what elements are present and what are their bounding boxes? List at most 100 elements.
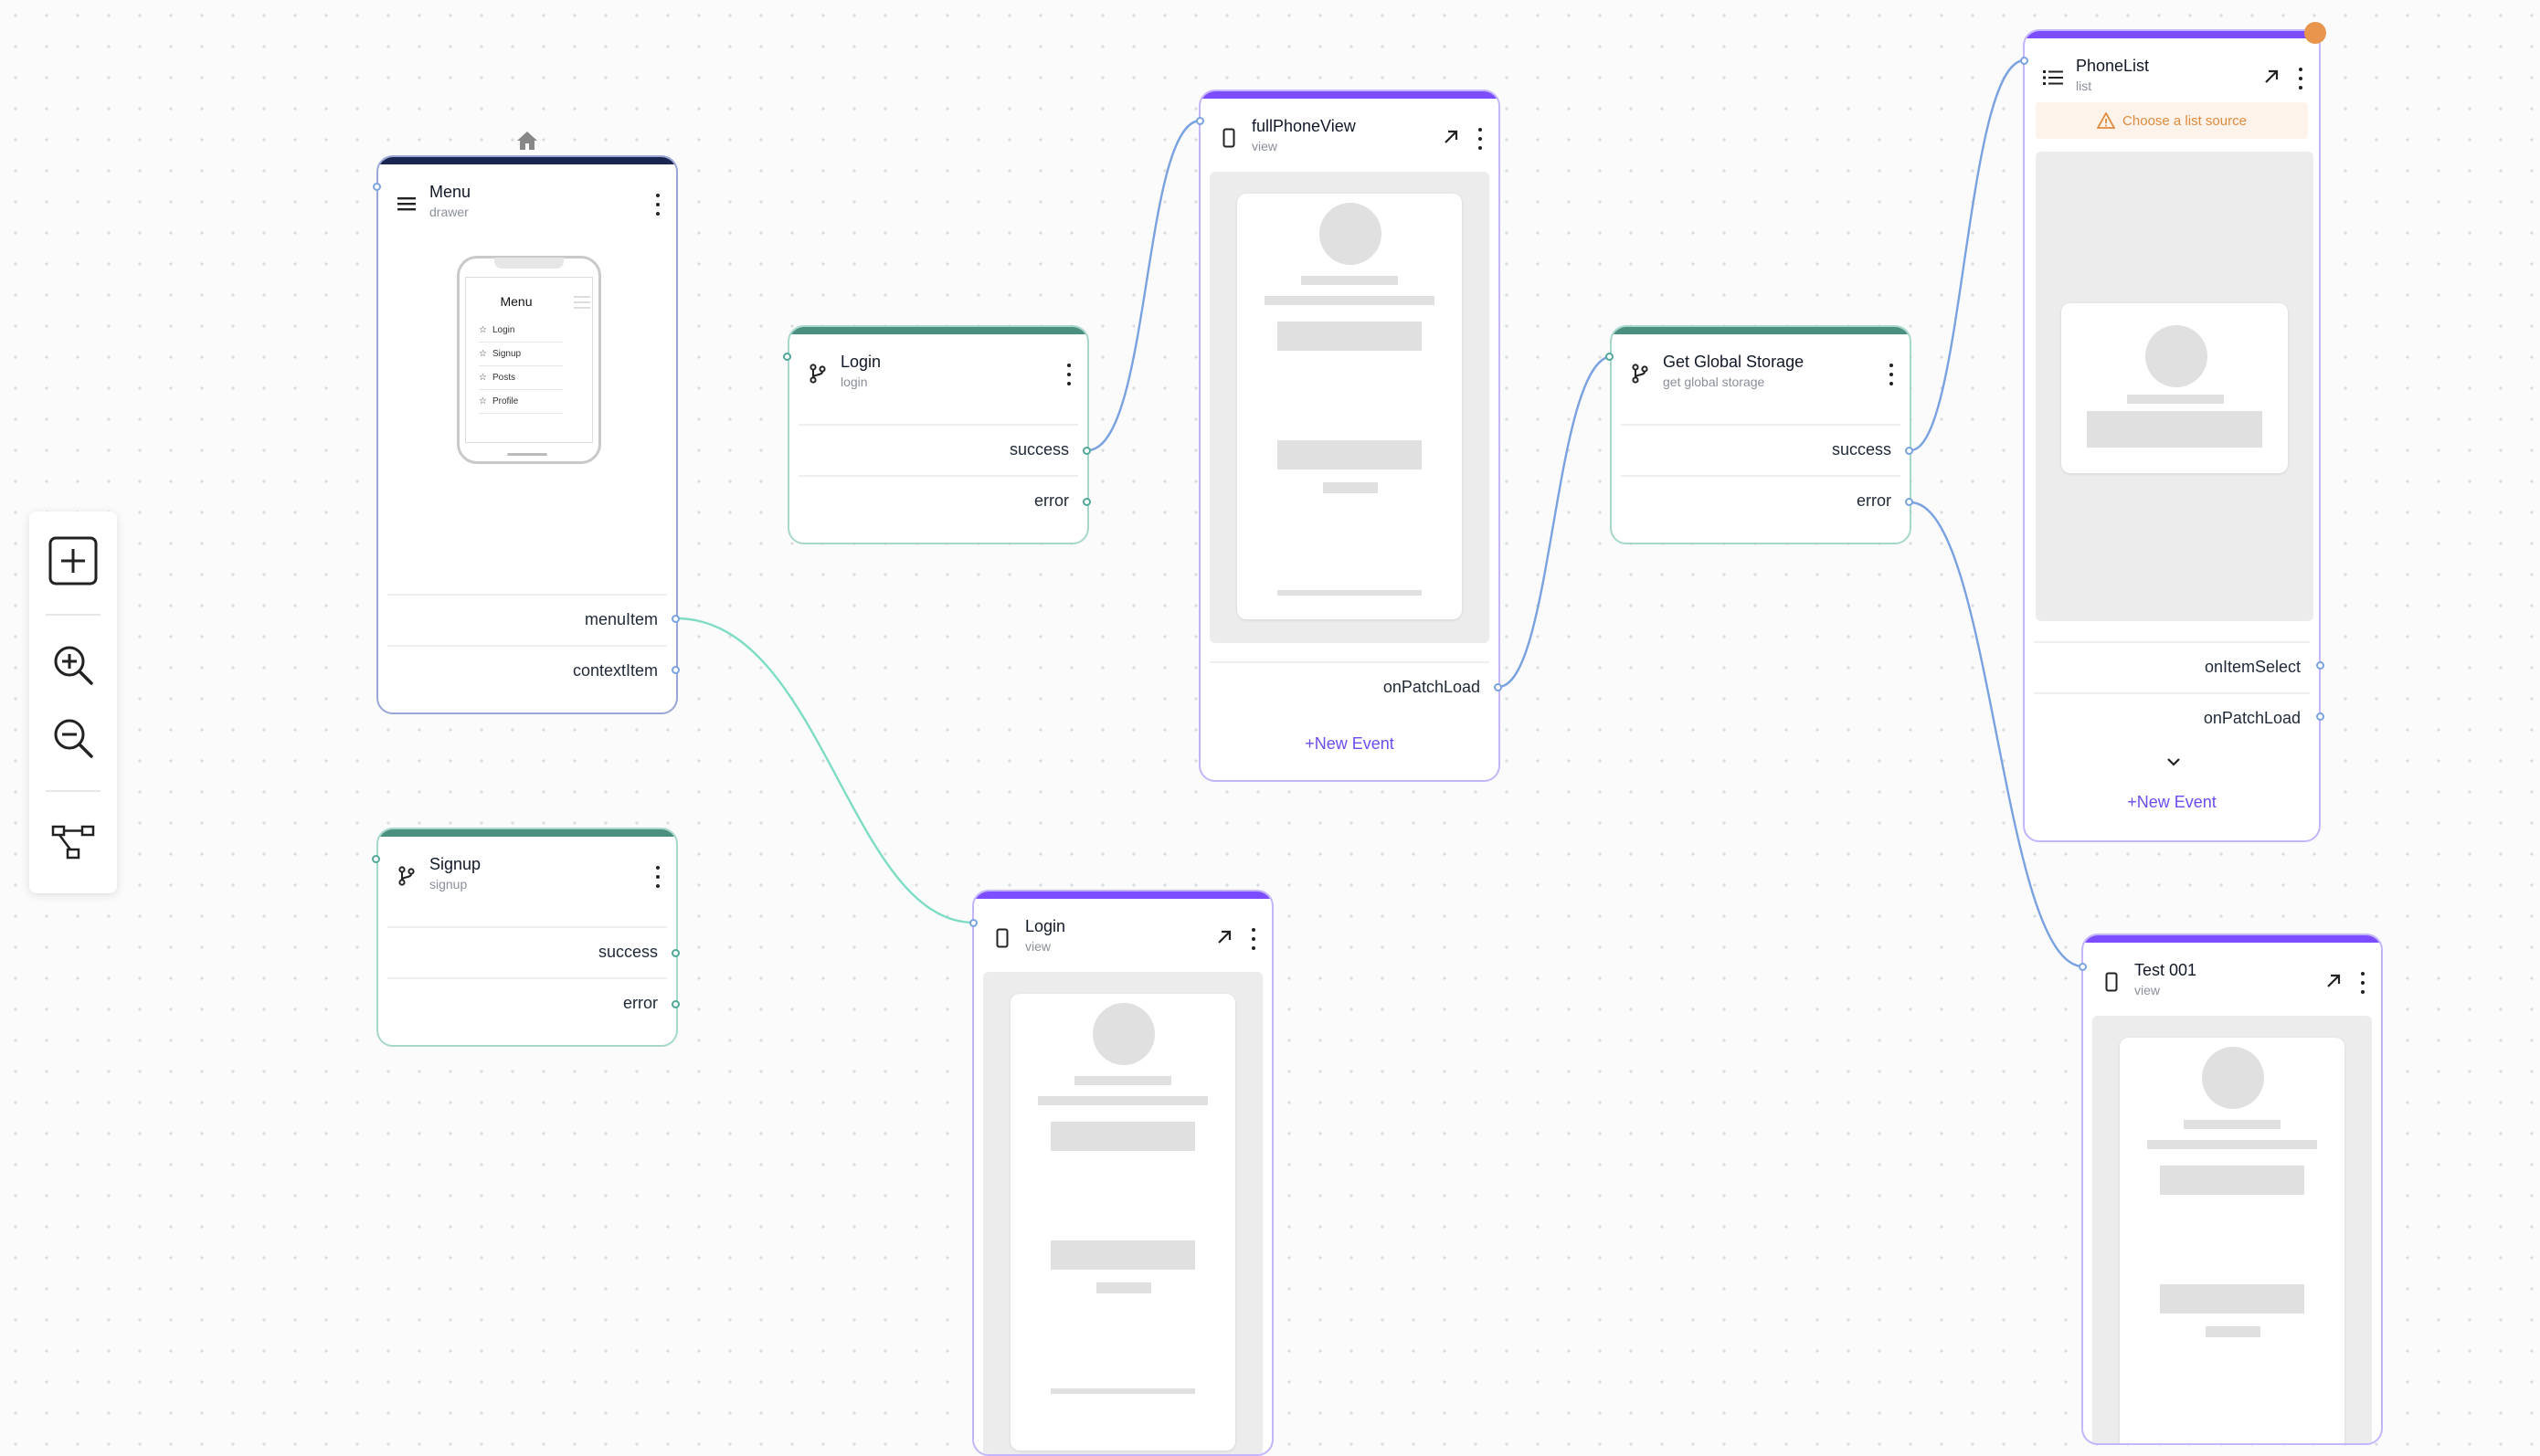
- output-port-onpatchload[interactable]: [1494, 683, 1502, 691]
- zoom-in-icon: [54, 646, 93, 685]
- node-title: Get Global Storage: [1663, 353, 1804, 371]
- node-menu-drawer[interactable]: Menu drawer Menu ☆Login ☆Signup ☆Posts ☆…: [376, 155, 678, 714]
- node-test-001-view[interactable]: Test 001 view: [2081, 934, 2383, 1445]
- plus-square-icon: [48, 536, 98, 586]
- home-icon: [517, 132, 537, 150]
- event-label: onPatchLoad: [1382, 678, 1480, 696]
- output-port-onitemselect[interactable]: [2316, 661, 2324, 670]
- list-source-warning[interactable]: Choose a list source: [2036, 102, 2308, 139]
- node-signup-action[interactable]: Signup signup success error: [376, 828, 678, 1047]
- node-subtitle: get global storage: [1663, 375, 1765, 389]
- output-port-success[interactable]: [1083, 447, 1091, 455]
- new-event-label: New Event: [1314, 734, 1394, 753]
- output-port-success[interactable]: [672, 949, 680, 957]
- chevron-down-icon[interactable]: [2165, 756, 2182, 767]
- node-accent-bar: [789, 327, 1087, 334]
- drawer-preview-item: ☆Posts: [479, 365, 563, 390]
- drawer-preview-item: ☆Signup: [479, 342, 563, 366]
- node-subtitle: drawer: [429, 205, 469, 219]
- node-options-button[interactable]: [1475, 128, 1486, 150]
- node-options-button[interactable]: [1064, 364, 1074, 385]
- output-port-contextitem[interactable]: [672, 666, 680, 674]
- event-row: success: [799, 424, 1078, 477]
- edge-menuitem-to-login-view: [675, 617, 975, 924]
- warning-text: Choose a list source: [2122, 112, 2247, 129]
- node-options-button[interactable]: [1248, 928, 1259, 950]
- node-options-button[interactable]: [652, 194, 663, 216]
- output-port-onpatchload[interactable]: [2316, 712, 2324, 721]
- view-preview: [983, 972, 1263, 1454]
- input-port[interactable]: [372, 855, 380, 863]
- node-phonelist[interactable]: PhoneList list Choose a list source onIt…: [2023, 29, 2321, 842]
- node-get-global-storage[interactable]: Get Global Storage get global storage su…: [1610, 325, 1911, 544]
- event-label: error: [622, 994, 658, 1012]
- drawer-preview-item: ☆Profile: [479, 389, 563, 414]
- input-port[interactable]: [2020, 57, 2028, 65]
- event-row: onPatchLoad: [1210, 661, 1489, 714]
- branch-icon: [806, 362, 830, 385]
- input-port[interactable]: [373, 183, 381, 191]
- input-port[interactable]: [2079, 963, 2087, 971]
- output-port-error[interactable]: [1083, 498, 1091, 506]
- node-login-view[interactable]: Login view: [972, 890, 1274, 1456]
- event-row: menuItem: [387, 594, 667, 647]
- node-options-button[interactable]: [2357, 972, 2368, 994]
- node-login-action[interactable]: Login login success error: [788, 325, 1089, 544]
- branch-icon: [1628, 362, 1652, 385]
- event-row: onPatchLoad: [2034, 692, 2310, 745]
- output-port-error[interactable]: [672, 1000, 680, 1008]
- open-external-icon[interactable]: [1440, 126, 1462, 148]
- node-accent-bar: [1201, 91, 1498, 99]
- output-port-success[interactable]: [1905, 447, 1913, 455]
- event-label: contextItem: [572, 661, 658, 680]
- zoom-out-button[interactable]: [46, 711, 101, 765]
- canvas-toolbar: [29, 512, 117, 893]
- auto-layout-button[interactable]: [46, 815, 101, 870]
- new-event-button[interactable]: +New Event: [1201, 734, 1498, 754]
- new-event-button[interactable]: +New Event: [2025, 793, 2319, 812]
- phone-icon: [990, 926, 1014, 950]
- event-row: error: [387, 977, 667, 1030]
- node-title: PhoneList: [2076, 57, 2150, 75]
- node-title: Menu: [429, 183, 471, 201]
- input-port[interactable]: [783, 353, 791, 361]
- hamburger-icon: [395, 192, 418, 216]
- event-label: success: [1009, 440, 1069, 459]
- node-options-button[interactable]: [1886, 364, 1897, 385]
- node-subtitle: list: [2076, 79, 2092, 93]
- event-row: error: [799, 475, 1078, 528]
- add-node-button[interactable]: [46, 533, 101, 588]
- open-external-icon[interactable]: [2323, 970, 2344, 992]
- node-accent-bar: [2083, 935, 2381, 943]
- list-icon: [2041, 66, 2065, 90]
- view-preview: [2092, 1016, 2372, 1443]
- output-port-error[interactable]: [1905, 498, 1913, 506]
- open-external-icon[interactable]: [1213, 926, 1235, 948]
- node-accent-bar: [2025, 31, 2319, 38]
- node-title: Login: [841, 353, 882, 371]
- node-options-button[interactable]: [2295, 68, 2306, 90]
- graph-layout-icon: [51, 825, 95, 860]
- event-row: error: [1621, 475, 1900, 528]
- input-port[interactable]: [1605, 353, 1614, 361]
- output-port-menuitem[interactable]: [672, 615, 680, 623]
- node-options-button[interactable]: [652, 866, 663, 888]
- node-accent-bar: [974, 892, 1272, 899]
- input-port[interactable]: [1196, 117, 1204, 125]
- event-label: error: [1856, 491, 1891, 510]
- node-subtitle: view: [1025, 939, 1052, 954]
- drawer-preview-item: ☆Login: [479, 318, 563, 343]
- open-external-icon[interactable]: [2260, 66, 2282, 88]
- toolbar-divider: [46, 790, 101, 792]
- edge-storage-success-to-phonelist: [1910, 58, 2026, 452]
- input-port[interactable]: [969, 919, 978, 927]
- node-subtitle: view: [2134, 983, 2161, 997]
- drawer-preview-heading: Menu: [500, 294, 533, 309]
- event-label: success: [598, 943, 658, 961]
- status-dot: [2304, 22, 2326, 44]
- node-fullphoneview[interactable]: fullPhoneView view onPatchLoad +New Even…: [1199, 90, 1500, 782]
- zoom-in-button[interactable]: [46, 638, 101, 692]
- node-title: Login: [1025, 917, 1066, 935]
- branch-icon: [395, 864, 418, 888]
- new-event-label: New Event: [2136, 793, 2217, 811]
